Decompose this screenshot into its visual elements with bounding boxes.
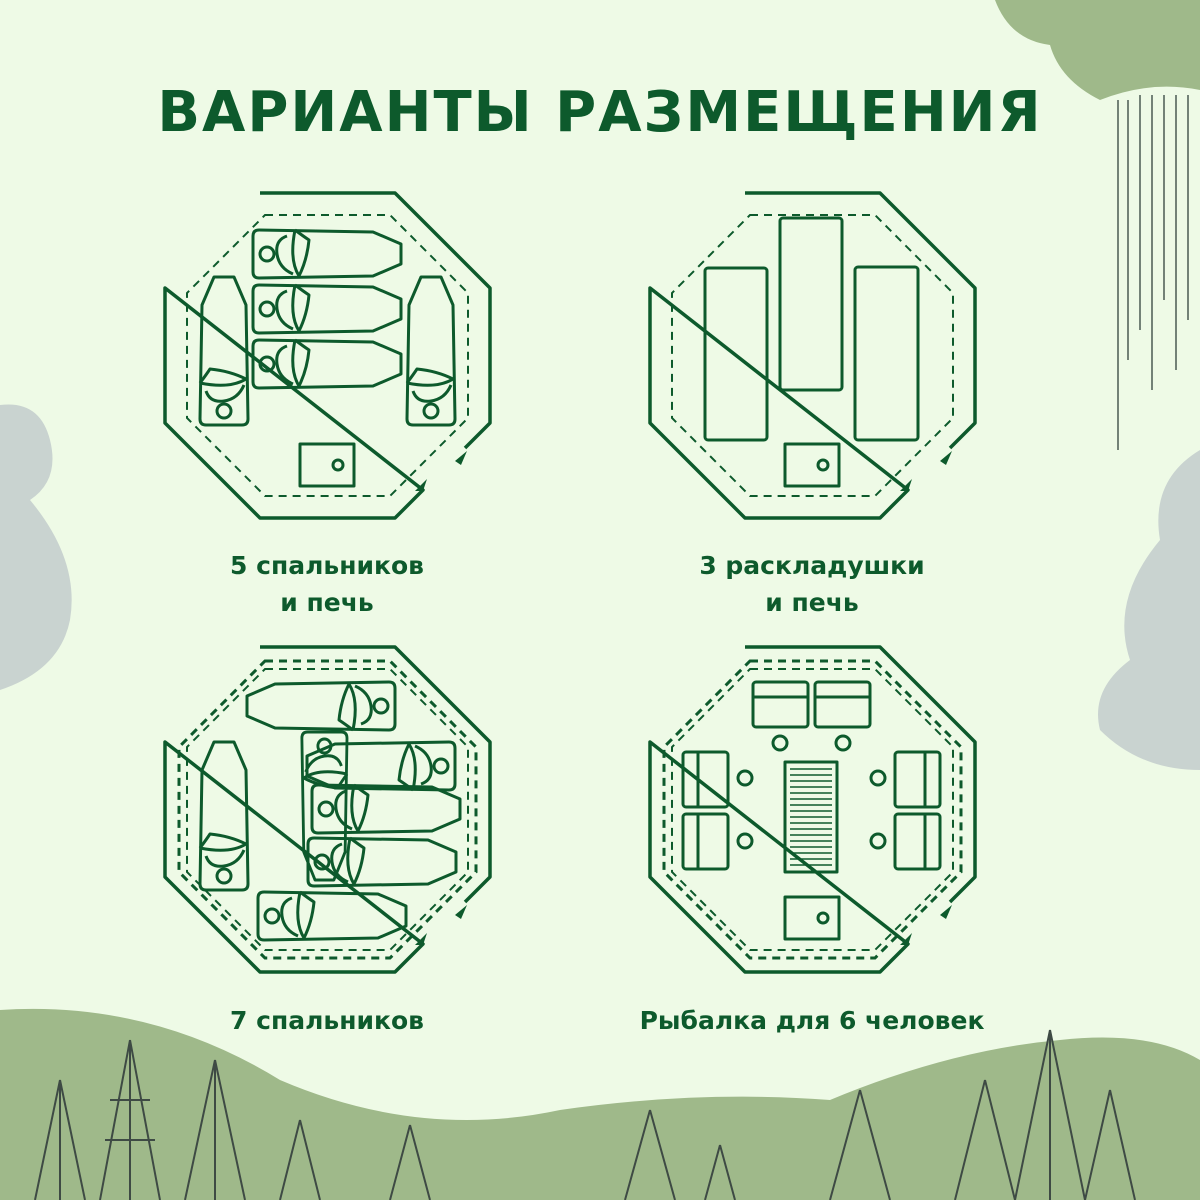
table-icon (783, 760, 839, 874)
chairs (681, 680, 942, 871)
cot (778, 216, 844, 392)
grey-blob-left (0, 404, 72, 690)
grey-blob-right (1098, 450, 1200, 770)
plan-fishing-6 (648, 645, 977, 974)
rain-lines (1117, 95, 1189, 450)
caption-7-bags: 7 спальников (117, 1002, 537, 1039)
sleeping-bag (251, 228, 403, 280)
green-blob-top-right (995, 0, 1200, 100)
tent-outline (163, 645, 492, 974)
tent-outline (163, 191, 492, 520)
cot (703, 266, 769, 442)
plan-5-bags-stove (163, 191, 492, 520)
caption-5-bags: 5 спальников и печь (117, 547, 537, 621)
sleeping-bag (405, 275, 457, 427)
stove-icon (783, 442, 841, 488)
plan-7-bags (163, 645, 492, 974)
caption-fishing: Рыбалка для 6 человек (562, 1002, 1062, 1039)
caption-line: 3 раскладушки (699, 551, 925, 580)
caption-line: и печь (765, 588, 859, 617)
fishing-holes (736, 734, 887, 850)
sleeping-bag (245, 680, 397, 732)
stove-icon (298, 442, 356, 488)
caption-line: Рыбалка для 6 человек (639, 1006, 985, 1035)
hills (0, 1008, 1200, 1200)
plan-3-cots-stove (648, 191, 977, 520)
caption-line: и печь (280, 588, 374, 617)
sleeping-bag (310, 783, 462, 835)
tent-outline (648, 191, 977, 520)
sleeping-bag (198, 275, 250, 427)
tent-outline (648, 645, 977, 974)
forest (34, 1029, 1136, 1200)
cot (853, 265, 920, 442)
page-title: ВАРИАНТЫ РАЗМЕЩЕНИЯ (157, 80, 1043, 145)
sleeping-bag (251, 283, 403, 335)
caption-line: 5 спальников (230, 551, 424, 580)
stove-icon (783, 895, 841, 941)
sleeping-bag (251, 338, 403, 390)
caption-3-cots: 3 раскладушки и печь (602, 547, 1022, 621)
caption-line: 7 спальников (230, 1006, 424, 1035)
sleeping-bag (256, 890, 408, 942)
sleeping-bag (198, 740, 250, 892)
